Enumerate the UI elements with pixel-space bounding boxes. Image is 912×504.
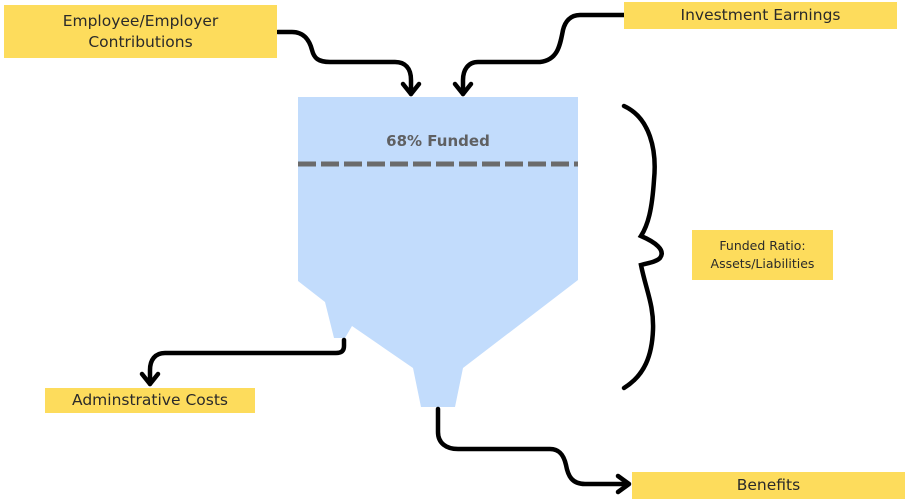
benefits-label-text: Benefits <box>736 476 801 495</box>
investment-earnings-label: Investment Earnings <box>624 2 897 29</box>
benefits-arrow <box>435 406 632 495</box>
contributions-label: Employee/Employer Contributions <box>4 5 277 58</box>
investment-arrow <box>452 12 627 97</box>
admin-costs-label: Adminstrative Costs <box>45 388 255 413</box>
contributions-arrow <box>275 29 422 97</box>
fund-tank <box>298 97 578 407</box>
curly-brace <box>621 103 664 391</box>
benefits-label: Benefits <box>632 472 905 499</box>
investment-earnings-label-text: Investment Earnings <box>680 6 841 25</box>
funded-percent-label: 68% Funded <box>386 132 490 150</box>
funded-ratio-label: Funded Ratio: Assets/Liabilities <box>692 230 833 280</box>
contributions-label-text: Employee/Employer Contributions <box>62 12 219 51</box>
admin-costs-arrow <box>139 337 347 387</box>
admin-costs-label-text: Adminstrative Costs <box>72 391 228 410</box>
funded-ratio-label-text: Funded Ratio: Assets/Liabilities <box>710 237 815 271</box>
